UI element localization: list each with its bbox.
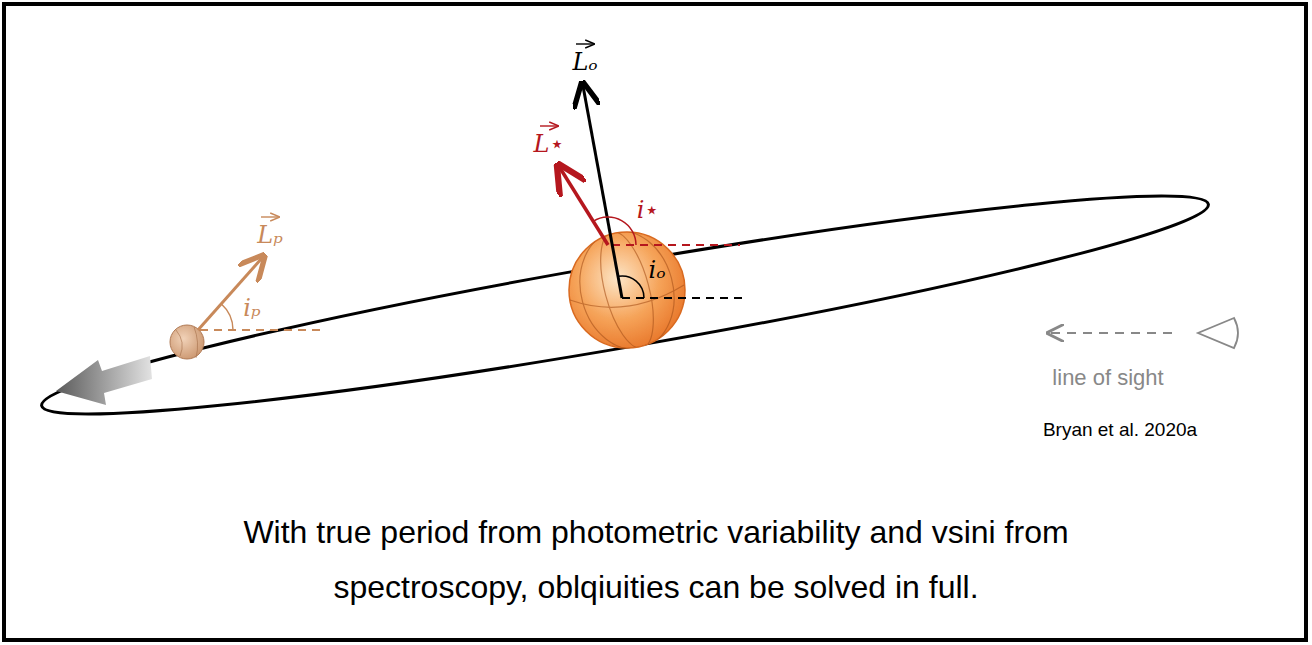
sightline-arrow [1050, 332, 1172, 334]
angle-label: iₚ [243, 295, 260, 323]
angle-arc [593, 217, 636, 245]
vector-label: L⋆ [534, 131, 565, 159]
planet-spin-vector [198, 258, 262, 330]
orbit-ellipse [34, 163, 1215, 447]
angle-label: i⋆ [637, 197, 660, 225]
reference-line [622, 297, 747, 299]
vector-mark [576, 43, 594, 44]
motion-arrow [56, 356, 152, 405]
star [569, 232, 685, 348]
vector-label: Lₒ [572, 49, 597, 77]
orbit-normal-vector [583, 86, 622, 298]
star-spin-vector [560, 168, 608, 245]
citation: Bryan et al. 2020a [1043, 419, 1197, 441]
caption: With true period from photometric variab… [186, 505, 1126, 615]
reference-line [612, 244, 740, 246]
star-meridians [567, 220, 687, 360]
frame [4, 4, 1306, 640]
reference-line [200, 329, 322, 331]
angle-label: iₒ [649, 257, 666, 285]
vector-mark [540, 125, 558, 126]
eye-symbol [1198, 318, 1238, 348]
vector-label: Lₚ [257, 222, 283, 250]
vector-mark [261, 216, 279, 217]
angle-arc [618, 276, 644, 298]
angle-arc [221, 304, 233, 330]
sightline-label: line of sight [1052, 365, 1163, 390]
